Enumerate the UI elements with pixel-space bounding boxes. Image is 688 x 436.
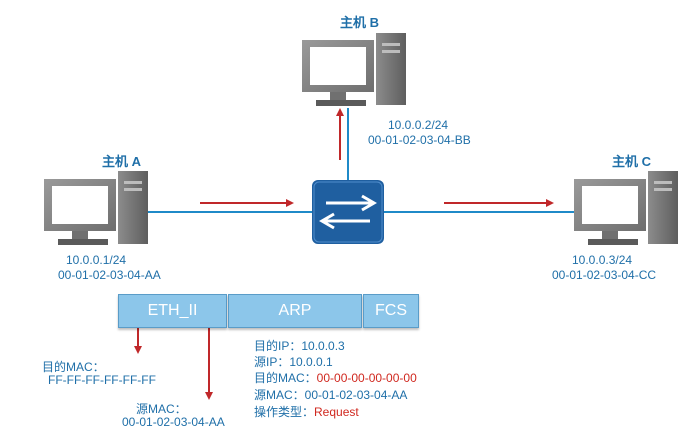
- frame-field-arp: ARP: [228, 294, 362, 328]
- arp-dst-ip-row: 目的IP：10.0.0.3: [254, 337, 345, 354]
- arp-dst-mac-row: 目的MAC：00-00-00-00-00-00: [254, 369, 417, 386]
- arp-src-ip-row: 源IP：10.0.0.1: [254, 353, 333, 370]
- host-a-title: 主机 A: [102, 154, 142, 169]
- arp-src-mac-row: 源MAC：00-01-02-03-04-AA: [254, 386, 407, 403]
- switch-icon: [312, 180, 384, 244]
- host-c-ip: 10.0.0.3/24: [572, 253, 633, 267]
- host-b-computer-icon: [302, 33, 406, 106]
- arp-operation-row: 操作类型：Request: [254, 403, 359, 420]
- arp-src-ip-label: 源IP：: [254, 355, 290, 369]
- eth-src-mac-label: 源MAC：: [136, 402, 187, 416]
- arp-src-ip-value: 10.0.0.1: [289, 355, 333, 369]
- host-b-mac: 00-01-02-03-04-BB: [368, 133, 471, 147]
- frame-field-fcs: FCS: [363, 294, 419, 328]
- host-b-ip: 10.0.0.2/24: [388, 118, 449, 132]
- host-b-title: 主机 B: [340, 15, 380, 30]
- host-a-mac: 00-01-02-03-04-AA: [58, 268, 161, 282]
- frame-field-eth: ETH_II: [118, 294, 227, 328]
- host-a-ip: 10.0.0.1/24: [66, 253, 127, 267]
- eth-dst-mac-label: 目的MAC：: [42, 360, 105, 374]
- arp-src-mac-label: 源MAC：: [254, 388, 305, 402]
- arp-dst-mac-label: 目的MAC：: [254, 371, 317, 385]
- host-a-computer-icon: [44, 171, 148, 245]
- arp-dst-mac-value: 00-00-00-00-00-00: [316, 371, 417, 385]
- arp-src-mac-value: 00-01-02-03-04-AA: [304, 388, 408, 402]
- eth-src-mac-value: 00-01-02-03-04-AA: [122, 415, 225, 429]
- arp-dst-ip-label: 目的IP：: [254, 339, 302, 353]
- eth-dst-mac-value: FF-FF-FF-FF-FF-FF: [48, 373, 156, 387]
- host-c-mac: 00-01-02-03-04-CC: [552, 268, 657, 282]
- arp-dst-ip-value: 10.0.0.3: [301, 339, 345, 353]
- arp-operation-value: Request: [314, 405, 359, 419]
- host-c-computer-icon: [574, 171, 678, 245]
- arp-operation-label: 操作类型：: [254, 405, 315, 419]
- host-c-title: 主机 C: [612, 154, 652, 169]
